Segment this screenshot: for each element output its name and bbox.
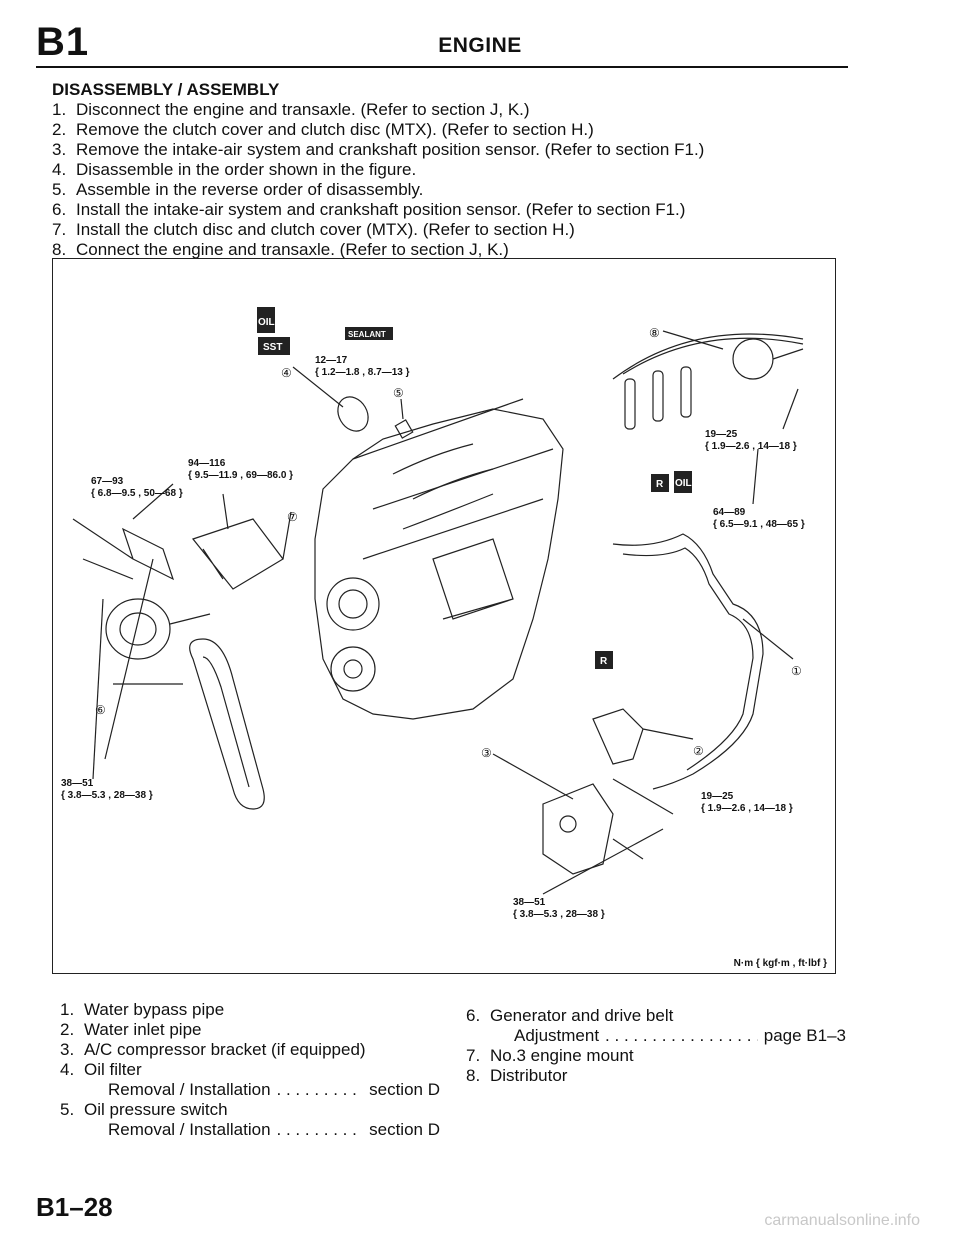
sst-badge: SST xyxy=(258,337,290,355)
svg-text:SEALANT: SEALANT xyxy=(348,330,386,339)
oil-pressure-switch xyxy=(394,419,414,439)
r-badge: R xyxy=(651,474,669,492)
step-item: 6.Install the intake-air system and cran… xyxy=(52,200,686,219)
callout-3: ③ xyxy=(481,746,492,760)
torque-units: N·m { kgf·m , ft·lbf } xyxy=(733,958,827,969)
step-item: 1.Disconnect the engine and transaxle. (… xyxy=(52,100,530,119)
callout-7: ⑦ xyxy=(287,510,298,524)
distributor xyxy=(732,338,774,380)
step-item: 5.Assemble in the reverse order of disas… xyxy=(52,180,424,199)
procedure-steps: 1.Disconnect the engine and transaxle. (… xyxy=(52,100,812,260)
torque-value: { 3.8—5.3 , 28—38 } xyxy=(513,909,605,920)
torque-value: 12—17 xyxy=(315,355,348,366)
section-heading: DISASSEMBLY / ASSEMBLY xyxy=(52,80,280,99)
oil-filter xyxy=(337,396,369,432)
oil-icon: OIL xyxy=(674,471,692,493)
callout-8: ⑧ xyxy=(649,326,660,340)
svg-text:OIL: OIL xyxy=(675,478,692,489)
section-code: B1 xyxy=(36,20,90,64)
torque-value: 94—116 xyxy=(188,458,226,469)
step-item: 8.Connect the engine and transaxle. (Ref… xyxy=(52,240,509,259)
torque-value: { 1.9—2.6 , 14—18 } xyxy=(705,441,797,452)
legend-item: 6.Generator and drive belt Adjustmentpag… xyxy=(466,1006,846,1046)
crank-pulley xyxy=(326,577,380,631)
legend-item: 1.Water bypass pipe xyxy=(60,1000,225,1019)
exploded-view-figure: OIL SST SEALANT R OIL R ④ ⑤ ⑦ ⑧ ① ② ③ ⑥ xyxy=(52,258,836,974)
engine-mount xyxy=(191,518,284,590)
drive-belt xyxy=(189,638,265,810)
torque-value: { 6.5—9.1 , 48—65 } xyxy=(713,519,805,530)
torque-value: 19—25 xyxy=(701,791,734,802)
svg-text:R: R xyxy=(600,656,608,667)
header-rule xyxy=(36,66,848,68)
torque-value: { 1.9—2.6 , 14—18 } xyxy=(701,803,793,814)
engine-illustration: OIL SST SEALANT R OIL R ④ ⑤ ⑦ ⑧ ① ② ③ ⑥ xyxy=(61,307,805,920)
legend-item: 2.Water inlet pipe xyxy=(60,1020,202,1039)
torque-value: 38—51 xyxy=(61,778,94,789)
torque-value: { 9.5—11.9 , 69—86.0 } xyxy=(188,470,293,481)
legend-item: 4.Oil filter Removal / Installationsecti… xyxy=(60,1060,440,1100)
legend-item: 5.Oil pressure switch Removal / Installa… xyxy=(60,1100,440,1140)
step-item: 4.Disassemble in the order shown in the … xyxy=(52,160,417,179)
callout-5: ⑤ xyxy=(393,386,404,400)
sealant-badge: SEALANT xyxy=(345,327,393,340)
page-number: B1–28 xyxy=(36,1192,113,1222)
callout-6: ⑥ xyxy=(95,703,106,717)
callout-2: ② xyxy=(693,744,704,758)
legend-item: 3.A/C compressor bracket (if equipped) xyxy=(60,1040,366,1059)
svg-text:R: R xyxy=(656,479,664,490)
bracket-parts xyxy=(72,518,175,581)
svg-text:SST: SST xyxy=(263,342,282,353)
ac-bracket xyxy=(542,783,614,875)
step-item: 7.Install the clutch disc and clutch cov… xyxy=(52,220,575,239)
generator xyxy=(105,598,171,660)
torque-value: 64—89 xyxy=(713,507,746,518)
torque-value: 19—25 xyxy=(705,429,738,440)
plug-wires xyxy=(612,333,804,380)
water-bypass-pipe xyxy=(612,533,764,790)
parts-legend-left: 1.Water bypass pipe 2.Water inlet pipe 3… xyxy=(60,1000,440,1140)
torque-value: { 6.8—9.5 , 50—68 } xyxy=(91,488,183,499)
torque-value: { 1.2—1.8 , 8.7—13 } xyxy=(315,367,410,378)
callout-1: ① xyxy=(791,664,802,678)
callout-4: ④ xyxy=(281,366,292,380)
water-inlet-pipe xyxy=(592,708,644,765)
legend-item: 8.Distributor xyxy=(466,1066,568,1085)
r-badge: R xyxy=(595,651,613,669)
watermark: carmanualsonline.info xyxy=(764,1212,920,1229)
torque-value: 38—51 xyxy=(513,897,546,908)
oil-icon: OIL xyxy=(257,307,275,333)
svg-text:OIL: OIL xyxy=(258,317,275,328)
torque-value: { 3.8—5.3 , 28—38 } xyxy=(61,790,153,801)
page-title: ENGINE xyxy=(438,34,522,57)
step-item: 2.Remove the clutch cover and clutch dis… xyxy=(52,120,594,139)
torque-value: 67—93 xyxy=(91,476,124,487)
legend-item: 7.No.3 engine mount xyxy=(466,1046,634,1065)
parts-legend-right: 6.Generator and drive belt Adjustmentpag… xyxy=(466,1006,846,1086)
step-item: 3.Remove the intake-air system and crank… xyxy=(52,140,705,159)
engine-block xyxy=(314,408,564,720)
